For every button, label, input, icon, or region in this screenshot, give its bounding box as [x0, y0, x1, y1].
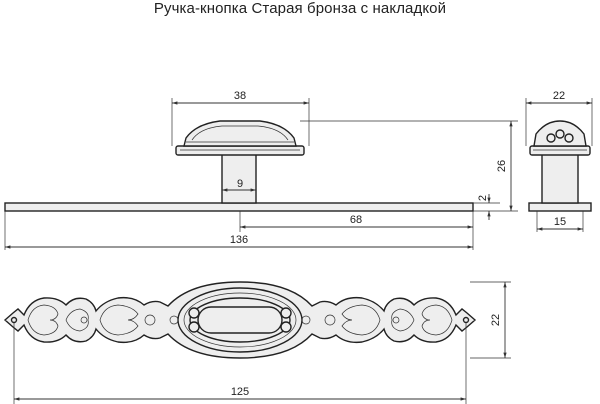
- dim-label-22-top: 22: [553, 90, 565, 102]
- dim-plate-height: 22: [470, 281, 511, 359]
- side-base: [528, 202, 592, 212]
- dim-side-stem: 15: [536, 211, 584, 232]
- knob-base: [175, 145, 305, 156]
- dim-label-68: 68: [350, 214, 362, 226]
- dim-label-22-side: 22: [490, 314, 502, 326]
- front-view: [4, 120, 474, 212]
- dim-stem-width: 9: [222, 178, 256, 192]
- dim-height: 26: [300, 120, 518, 212]
- dim-plate-length: 136: [4, 211, 473, 250]
- side-stem: [541, 153, 579, 204]
- dim-label-15: 15: [554, 216, 566, 228]
- dim-label-38: 38: [234, 90, 246, 102]
- dim-knob-width: 38: [171, 90, 310, 146]
- dim-hole-span: 125: [13, 323, 467, 404]
- dim-label-136: 136: [230, 234, 248, 246]
- dim-label-2: 2: [477, 195, 489, 201]
- side-view: [528, 120, 592, 212]
- dim-label-26: 26: [496, 160, 508, 172]
- dim-plate-thickness: 2: [473, 194, 500, 220]
- plate-top-view: [3, 281, 477, 359]
- dim-knob-depth: 22: [525, 90, 593, 146]
- dim-label-125: 125: [231, 386, 249, 398]
- drawing-title: Ручка-кнопка Старая бронза с накладкой: [153, 0, 447, 17]
- plate-side: [4, 202, 474, 212]
- dim-label-9: 9: [237, 178, 243, 190]
- dim-center-offset: 68: [239, 211, 474, 250]
